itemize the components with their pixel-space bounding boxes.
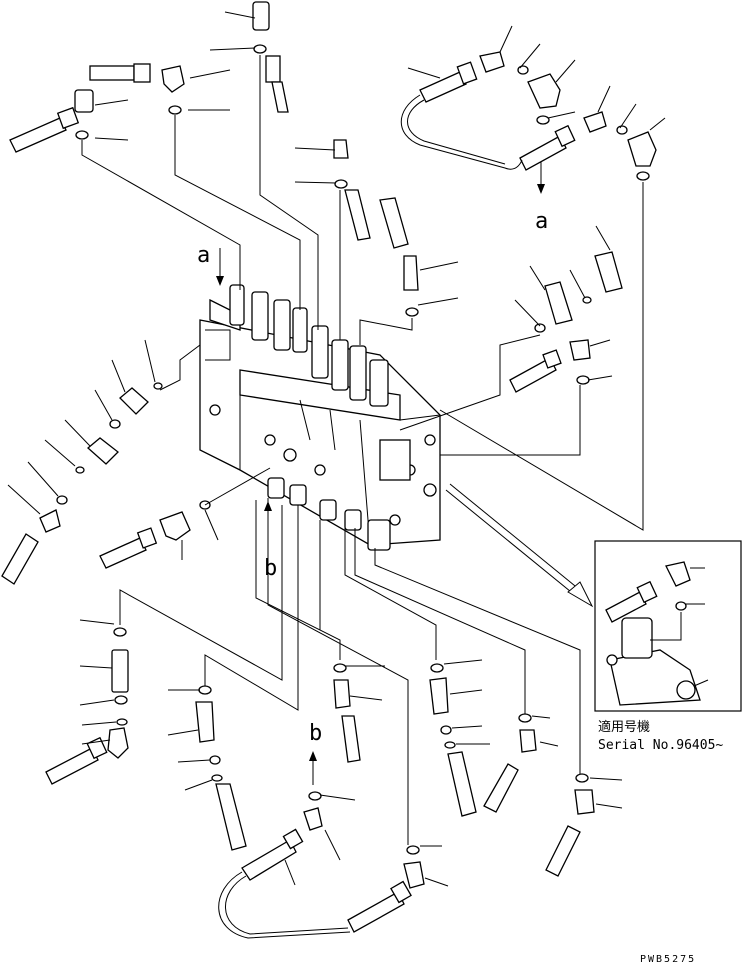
leader-lines-lower-right bbox=[443, 659, 623, 809]
leader-lines-left bbox=[7, 339, 271, 560]
leader-lines-lower-center bbox=[167, 665, 449, 887]
inset-pointer-arrow bbox=[445, 483, 594, 608]
control-valve-block bbox=[199, 284, 441, 551]
leader-lines-right-middle bbox=[399, 225, 613, 456]
lower-right-parts bbox=[429, 663, 595, 877]
view-arrow-a-right bbox=[537, 160, 545, 194]
inset-serial-number: Serial No.96405~ bbox=[598, 738, 723, 753]
view-label-a: a bbox=[197, 243, 210, 268]
upper-right-hose-assembly bbox=[400, 51, 657, 181]
lower-center-parts bbox=[195, 663, 425, 939]
leader-lines-upper bbox=[81, 11, 459, 345]
leader-lines-lower-left bbox=[79, 619, 117, 745]
left-side-fittings bbox=[1, 382, 211, 585]
view-arrow-a-upper bbox=[216, 248, 224, 286]
view-arrow-b-lower bbox=[309, 751, 317, 785]
leader-lines-upper-right bbox=[407, 25, 666, 531]
inset-applicable-title: 適用号機 bbox=[598, 719, 650, 735]
lower-routing-lines bbox=[119, 498, 581, 845]
inset-box: 適用号機 Serial No.96405~ bbox=[594, 540, 742, 753]
drawing-code: PWB5275 bbox=[640, 954, 696, 965]
view-label-b-lower: b bbox=[309, 721, 322, 746]
view-label-b: b bbox=[264, 556, 277, 581]
lower-left-parts bbox=[45, 627, 129, 785]
view-label-a-right: a bbox=[535, 209, 548, 234]
right-middle-fittings bbox=[509, 251, 623, 393]
upper-left-hoses bbox=[9, 1, 419, 317]
